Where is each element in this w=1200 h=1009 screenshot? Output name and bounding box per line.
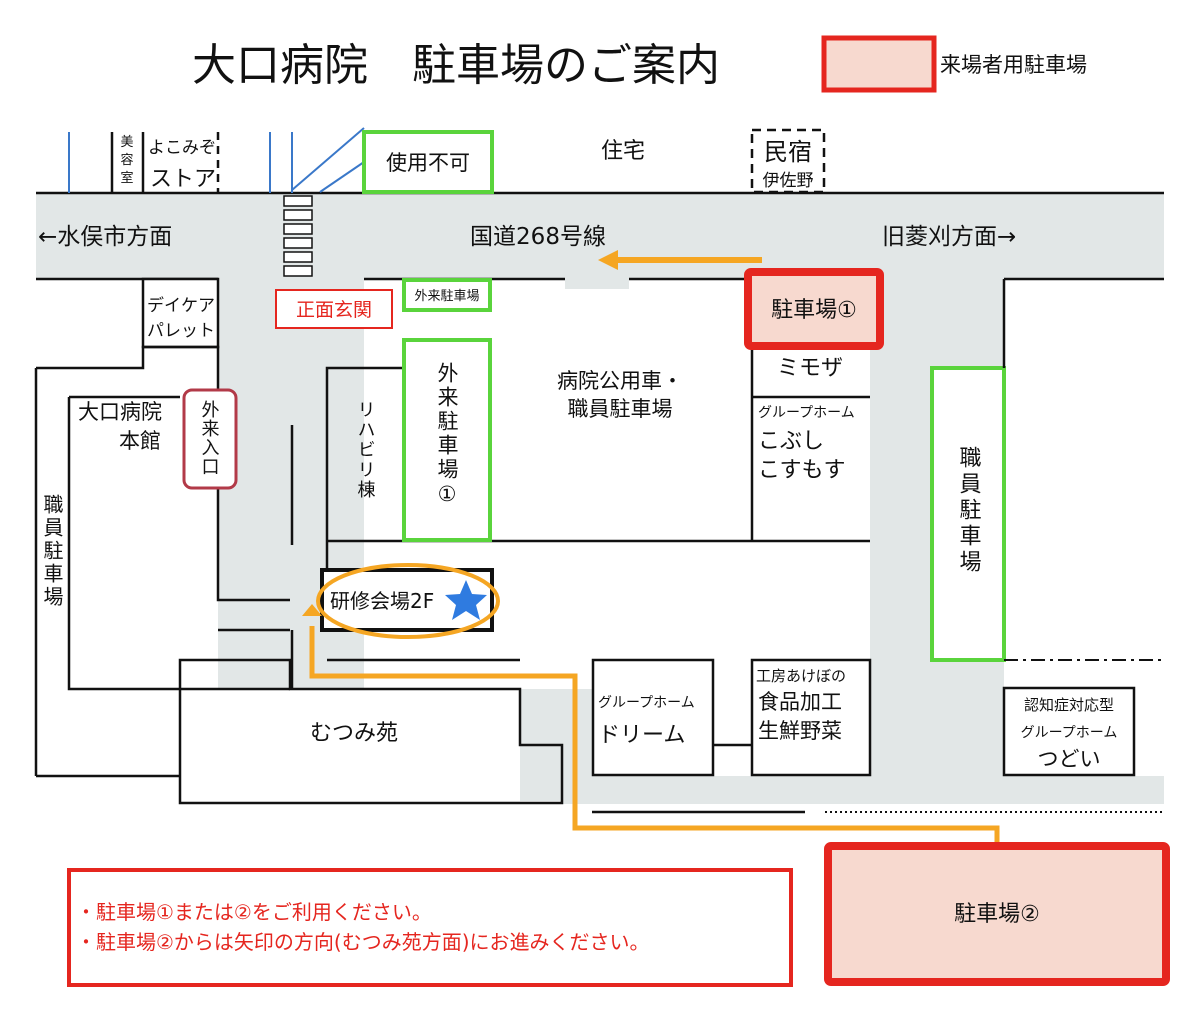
legend-swatch — [821, 35, 937, 93]
koubou-label-1: 食品加工 — [758, 690, 842, 714]
training-hall-highlight — [316, 563, 500, 639]
route-arrow — [309, 626, 1000, 846]
main-building-label-2: 本館 — [119, 429, 161, 453]
road-name-label: 国道268号線 — [470, 224, 606, 250]
inn-building — [750, 128, 826, 194]
page-title: 大口病院 駐車場のご案内 — [192, 40, 720, 91]
mutsumien-label: むつみ苑 — [310, 721, 398, 746]
store-label-2: ストア — [150, 167, 216, 192]
parking-2[interactable] — [824, 842, 1170, 986]
main-building-label-1: 大口病院 — [78, 400, 162, 424]
koubou-building — [750, 658, 872, 777]
staff-parking-right — [930, 366, 1006, 662]
dementia-label-1: 認知症対応型 — [1024, 696, 1114, 714]
notes-box — [67, 868, 793, 987]
note-line-1: ・駐車場①または②をご利用ください。 — [76, 900, 432, 924]
staff-parking-center-label-2: 職員駐車場 — [568, 397, 673, 421]
note-line-2: ・駐車場②からは矢印の方向(むつみ苑方面)にお進みください。 — [76, 930, 650, 954]
mimoza-label: ミモザ — [777, 356, 843, 381]
koubou-small-label: 工房あけぼの — [756, 667, 846, 685]
rehab-label: リハビリ棟 — [355, 400, 376, 500]
housing-label: 住宅 — [601, 139, 645, 164]
daycare-building — [141, 277, 220, 349]
kobushi-label-2: こすもす — [758, 458, 846, 483]
parking-2-label: 駐車場② — [954, 902, 1040, 927]
outpatient-parking-1 — [402, 338, 492, 542]
staff-parking-left-label: 職員駐車場 — [40, 494, 64, 609]
mutsumien-building — [178, 658, 564, 805]
left-direction-label: ←水俣市方面 — [38, 224, 172, 250]
front-entrance-box — [275, 289, 393, 329]
koubou-label-2: 生鮮野菜 — [758, 719, 842, 743]
svg-text:容: 容 — [120, 152, 133, 168]
svg-text:室: 室 — [120, 170, 133, 186]
store-label-1: よこみぞ — [148, 138, 216, 158]
front-entrance-label: 正面玄関 — [296, 299, 372, 321]
inn-label-1: 民宿 — [764, 138, 812, 166]
route-arrow-head — [302, 604, 322, 616]
entrance-gap — [565, 279, 629, 289]
dementia-label-2: グループホーム — [1021, 725, 1118, 741]
legend-label: 来場者用駐車場 — [940, 53, 1087, 77]
outpatient-parking-1-label: 外来駐車場① — [435, 362, 459, 509]
staff-parking-center-label-1: 病院公用車・ — [557, 369, 683, 393]
crosswalk — [283, 195, 313, 277]
parking-1[interactable] — [744, 268, 884, 350]
right-direction-label: 旧菱刈方面→ — [882, 224, 1016, 250]
parking-1-label: 駐車場① — [771, 298, 857, 323]
unusable-lot — [362, 130, 494, 194]
outpatient-entrance-box — [182, 388, 238, 490]
unusable-label: 使用不可 — [386, 151, 470, 175]
group-home-dream-small: グループホーム — [598, 695, 695, 711]
outpatient-parking-small-label: 外来駐車場 — [414, 289, 479, 304]
national-road-268 — [36, 193, 1164, 279]
dementia-home-building — [1002, 686, 1136, 777]
bottom-road — [560, 776, 1164, 804]
beauty-salon-label-1: 美 — [120, 135, 133, 150]
kobushi-label-1: こぶし — [758, 429, 824, 454]
outpatient-parking-small — [402, 278, 492, 312]
road-arrow-head — [598, 250, 618, 270]
star-icon — [445, 580, 487, 620]
training-hall-label: 研修会場2F — [330, 589, 434, 613]
group-home-kobushi-small: グループホーム — [758, 405, 855, 421]
daycare-label-2: パレット — [147, 321, 215, 341]
outpatient-entrance-label: 外来入口 — [199, 400, 220, 476]
main-building-outline — [36, 345, 290, 602]
dream-building — [591, 658, 715, 777]
rehab-outline — [325, 366, 404, 541]
dementia-label-3: つどい — [1038, 747, 1101, 771]
daycare-label-1: デイケア — [147, 295, 215, 316]
inn-label-2: 伊佐野 — [763, 171, 814, 191]
dream-label: ドリーム — [598, 723, 685, 748]
staff-parking-right-label: 職員駐車場 — [956, 446, 982, 576]
